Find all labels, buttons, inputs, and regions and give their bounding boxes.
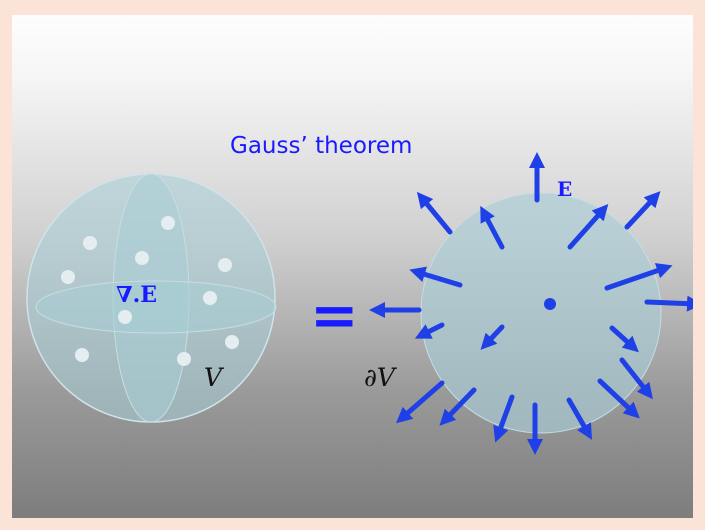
outward-arrow-icon — [647, 302, 693, 304]
sphere-surface — [421, 193, 661, 433]
equals-sign: = — [310, 281, 359, 349]
charge-dot — [135, 251, 149, 265]
gauss-diagram: ∇.E V = ∂V E — [12, 15, 693, 518]
field-label: E — [557, 177, 572, 201]
boundary-label: ∂V — [364, 363, 398, 392]
charge-dot — [177, 352, 191, 366]
charge-dot — [161, 216, 175, 230]
charge-dot — [118, 310, 132, 324]
volume-label: V — [204, 363, 225, 392]
charge-dot — [75, 348, 89, 362]
surface-sphere: ∂V E — [364, 160, 693, 447]
charge-dot — [225, 335, 239, 349]
charge-dot — [218, 258, 232, 272]
volume-sphere: ∇.E V — [27, 174, 276, 422]
point-charge-icon — [544, 298, 556, 310]
divergence-label: ∇.E — [116, 282, 157, 308]
charge-dot — [83, 236, 97, 250]
charge-dot — [203, 291, 217, 305]
outward-arrow-icon — [422, 198, 450, 232]
charge-dot — [61, 270, 75, 284]
outward-arrow-icon — [402, 383, 442, 418]
outward-arrow-icon — [627, 197, 655, 227]
slide: Gauss’ theorem ∇.E — [12, 15, 693, 518]
